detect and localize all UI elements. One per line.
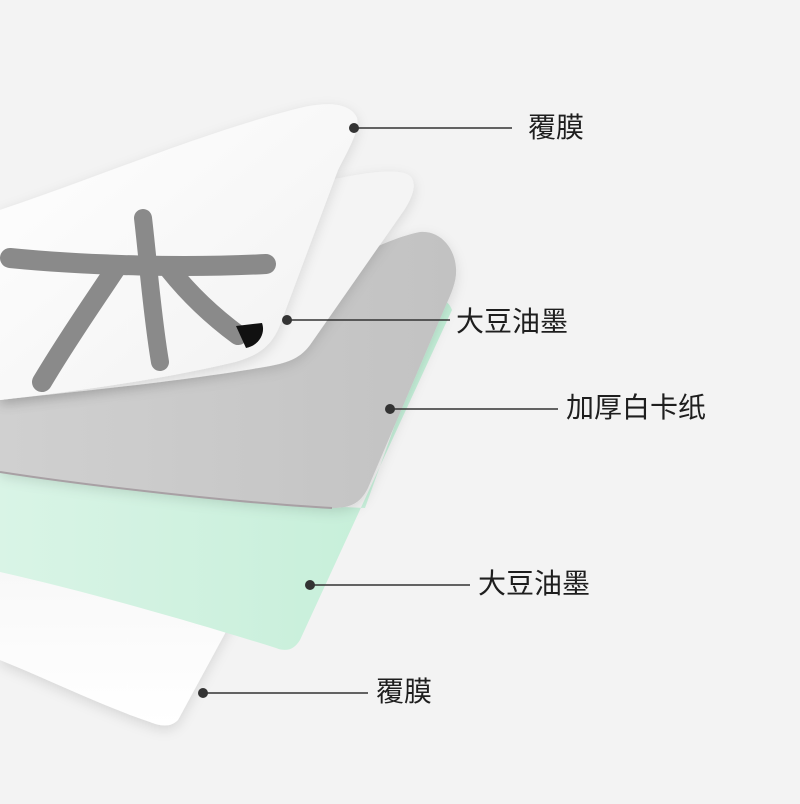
leader-dot-bottom-film [198, 688, 208, 698]
leader-dot-top-ink [282, 315, 292, 325]
leader-lines [198, 123, 558, 698]
label-bottom-film: 覆膜 [376, 675, 433, 708]
label-bottom-ink: 大豆油墨 [478, 567, 591, 600]
glyph-stroke-horizontal [0, 248, 276, 276]
label-top-film: 覆膜 [528, 111, 585, 144]
card-stock-edge [0, 471, 333, 509]
leader-dot-top-film [349, 123, 359, 133]
top-film-layer [0, 104, 358, 400]
glyph-stroke-left-fall [32, 255, 128, 392]
label-top-ink: 大豆油墨 [456, 305, 569, 338]
glyph-stroke-right-fall [160, 260, 248, 345]
bottom-ink-layer [0, 300, 452, 650]
glyph-stroke-vertical [134, 209, 169, 371]
character-glyph [0, 209, 276, 392]
leader-dot-card-stock [385, 404, 395, 414]
leader-dot-bottom-ink [305, 580, 315, 590]
glyph-stroke-end [236, 323, 264, 348]
label-card-stock: 加厚白卡纸 [566, 391, 707, 424]
